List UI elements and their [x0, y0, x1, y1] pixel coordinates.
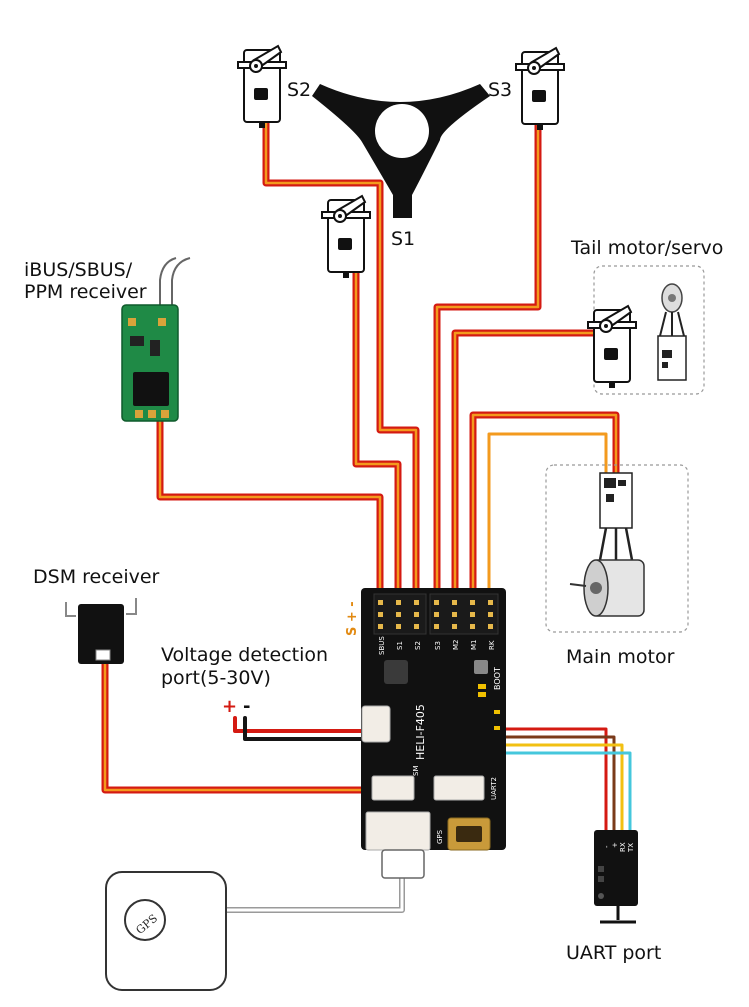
esc-icon — [598, 472, 634, 561]
board-label-uart2: UART2 — [490, 777, 498, 800]
led-2 — [478, 692, 486, 697]
tail-motor-icon — [657, 283, 687, 381]
main-motor-box — [545, 464, 689, 633]
board-label-boot: BOOT — [493, 667, 502, 690]
board-label-m2: M2 — [452, 640, 460, 651]
inductor — [384, 660, 408, 684]
header-pins-right — [429, 593, 499, 635]
led-1 — [478, 684, 486, 689]
voltage-plus: + — [222, 696, 237, 717]
uart2-connector — [433, 775, 485, 801]
voltage-connector — [361, 705, 391, 743]
board-label-m1: M1 — [470, 640, 478, 651]
uart-pin-2: RX — [619, 842, 627, 852]
wire-gps — [223, 872, 405, 913]
header-pins-left — [373, 593, 427, 635]
flight-controller-icon: SBUS S1 S2 S3 M2 M1 RK S + - BOOT HELI-F… — [345, 588, 506, 851]
dsm-label: DSM receiver — [33, 566, 160, 588]
led-4 — [494, 726, 500, 730]
servo-s2-label: S2 — [287, 79, 311, 101]
wire-dsm — [101, 660, 376, 794]
board-label-s2: S2 — [414, 641, 422, 650]
board-label-rk: RK — [488, 640, 496, 650]
board-name: HELI-F405 — [414, 704, 427, 760]
servo-s1-label: S1 — [391, 228, 415, 250]
uart-pin-3: TX — [627, 843, 635, 853]
receiver-label-line2: PPM receiver — [24, 281, 147, 303]
tail-box — [593, 265, 705, 395]
wire-main-esc — [469, 411, 620, 594]
wire-s2 — [262, 116, 420, 594]
gps-antenna-icon: GPS — [105, 871, 227, 991]
antenna-icon — [159, 257, 191, 310]
sm-connector — [371, 775, 415, 801]
boot-button — [474, 660, 488, 674]
servo-s3-label: S3 — [488, 79, 512, 101]
board-label-s1: S1 — [396, 641, 404, 650]
board-label-sm: SM — [412, 766, 420, 776]
led-3 — [494, 710, 500, 714]
uart-pin-1: + — [611, 842, 619, 848]
swashplate-icon — [312, 84, 490, 218]
receiver-icon — [121, 304, 179, 422]
uart-pin-0: - — [603, 845, 611, 848]
gps-plug — [381, 849, 425, 879]
wire-s1 — [352, 266, 402, 594]
gps-connector — [365, 811, 431, 851]
wire-s3 — [433, 118, 542, 594]
main-motor-label: Main motor — [566, 646, 675, 668]
usb-port — [456, 826, 482, 842]
wire-voltage — [233, 716, 364, 741]
wire-tail — [451, 329, 602, 594]
dsm-receiver-icon — [65, 598, 137, 664]
wires — [101, 116, 632, 913]
tail-label: Tail motor/servo — [570, 237, 723, 259]
servo-s1-icon — [322, 196, 370, 278]
pin-stack-label: S + - — [345, 601, 360, 636]
voltage-label-line1: Voltage detection — [161, 644, 328, 666]
board-label-gps: GPS — [436, 829, 444, 844]
voltage-label-line2: port(5-30V) — [161, 667, 271, 689]
servo-s2-icon — [238, 46, 286, 128]
servo-s3-icon — [516, 48, 564, 130]
receiver-label-line1: iBUS/SBUS/ — [24, 259, 133, 281]
uart-module-icon: - + RX TX — [594, 830, 638, 924]
voltage-minus: - — [243, 696, 250, 717]
board-label-sbus: SBUS — [378, 636, 386, 655]
motor-icon — [569, 559, 645, 617]
wire-sbus-receiver — [156, 414, 384, 594]
board-label-s3: S3 — [434, 641, 442, 650]
tail-servo-icon — [588, 306, 636, 388]
uart-port-label: UART port — [566, 942, 661, 964]
